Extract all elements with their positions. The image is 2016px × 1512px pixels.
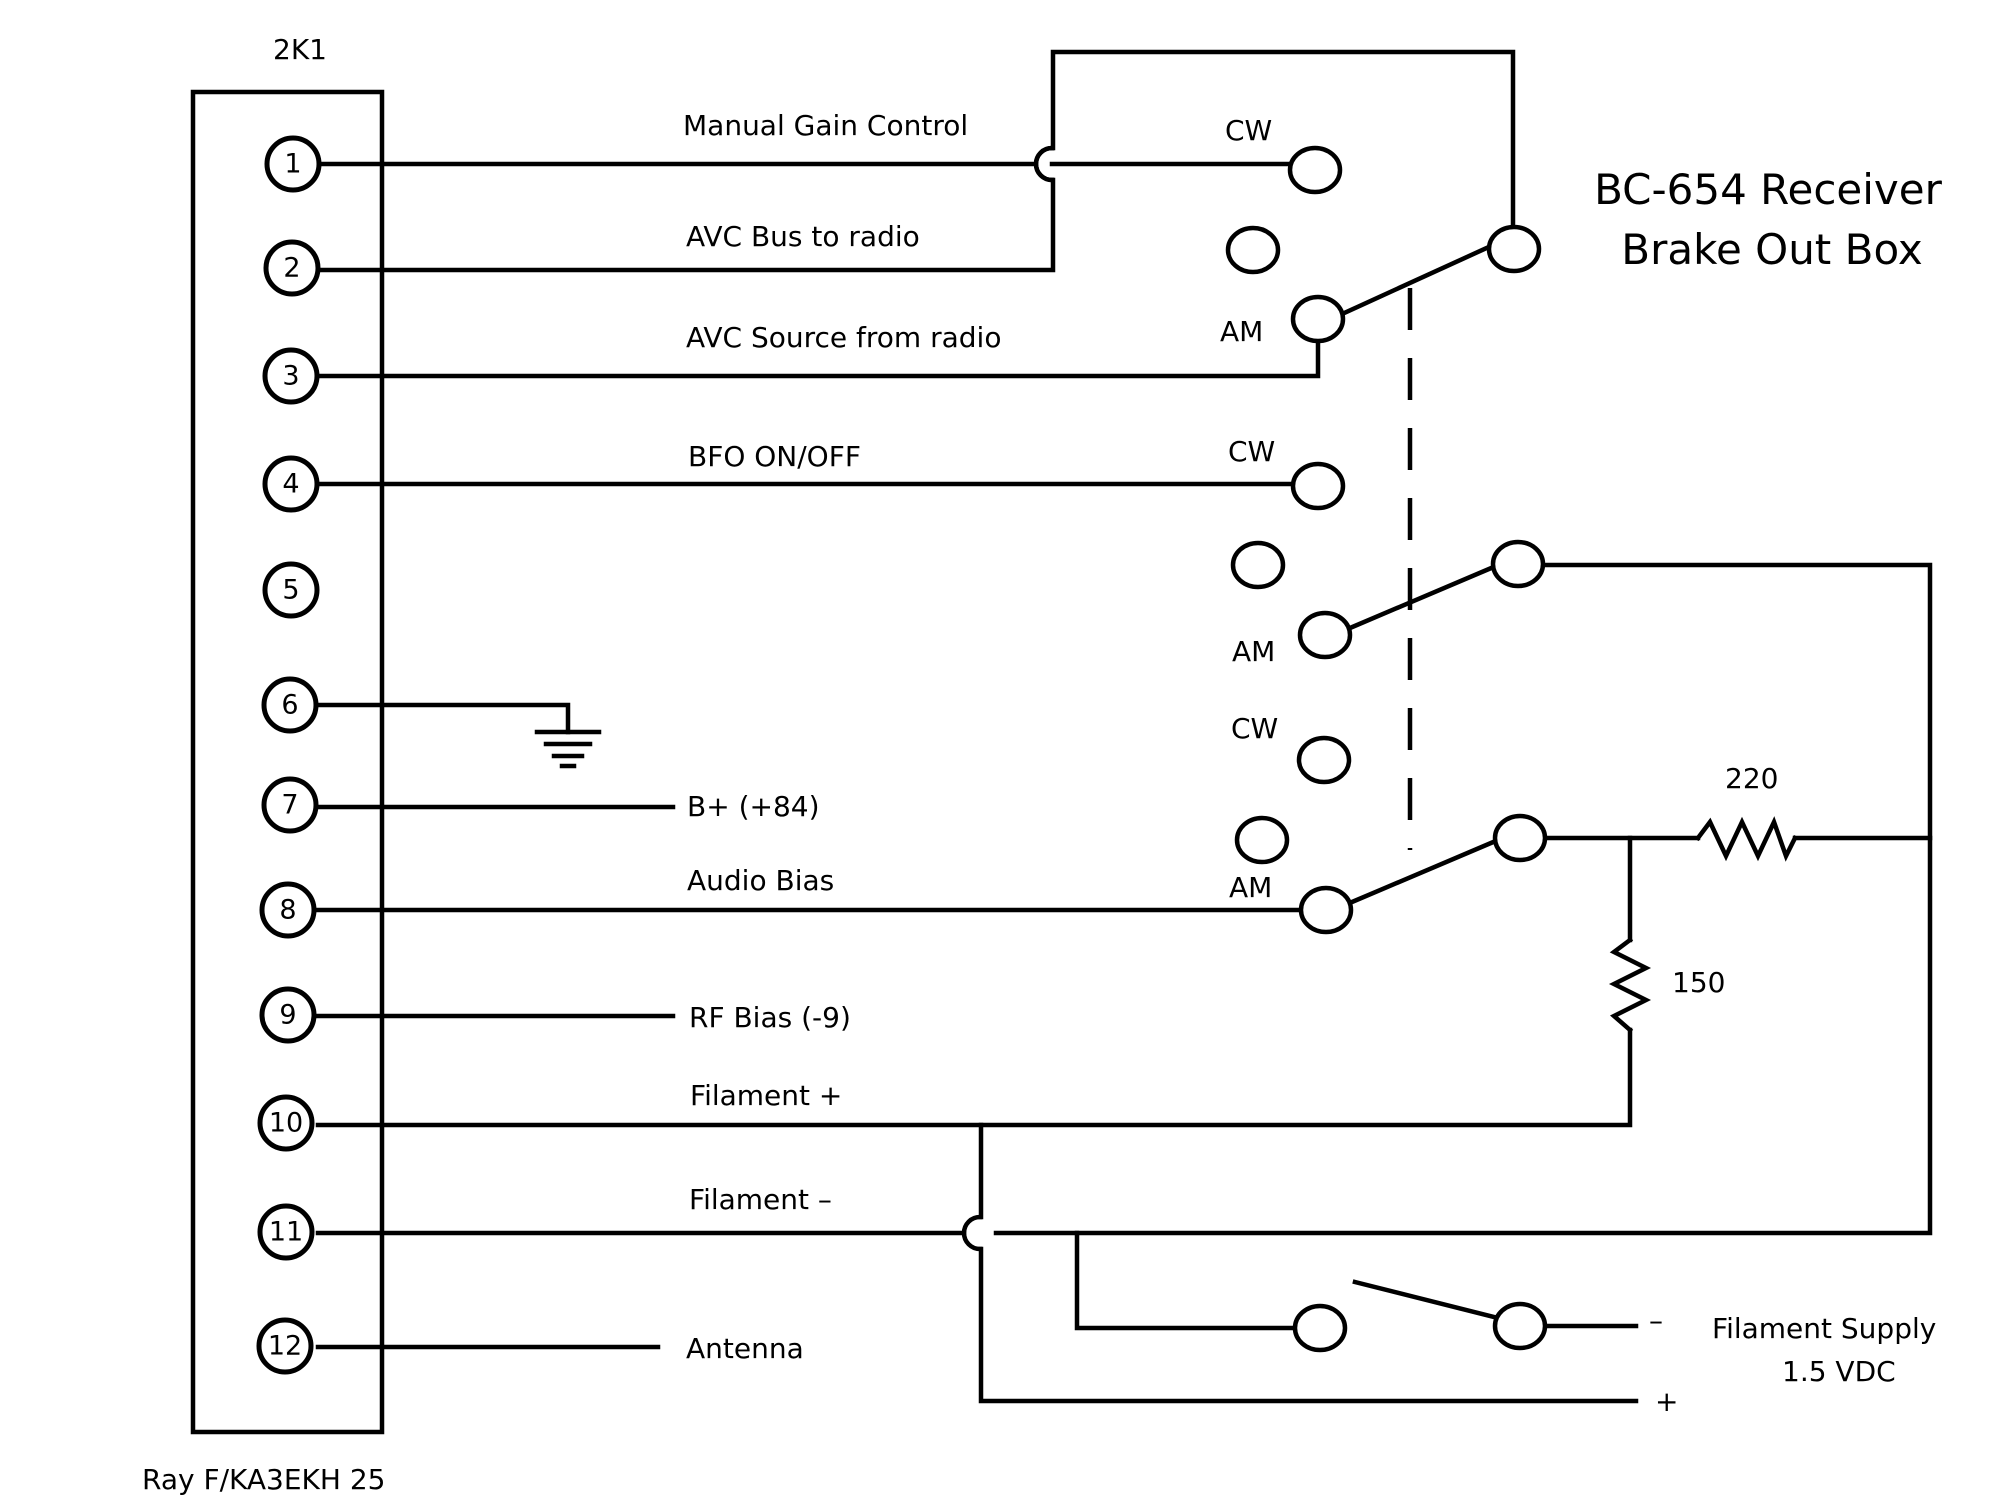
ground-icon	[534, 729, 602, 769]
terminal-fil-right	[1492, 1301, 1548, 1351]
terminal-s3-cw	[1296, 735, 1352, 785]
label-supply-plus: +	[1655, 1385, 1678, 1418]
svg-text:3: 3	[282, 361, 299, 392]
wire-pin10	[315, 1027, 1633, 1128]
pin-3: 3	[262, 347, 320, 405]
label-s1-am: AM	[1220, 315, 1263, 348]
pin-4: 4	[262, 455, 320, 513]
svg-text:12: 12	[268, 1331, 302, 1362]
wire-supply-plus	[978, 1122, 1639, 1404]
terminal-s3-am	[1298, 885, 1354, 935]
wire-pin11-hop	[961, 1214, 983, 1252]
resistor-220	[1694, 816, 1799, 862]
svg-text:7: 7	[281, 790, 298, 821]
switch-labels: CW AM CW AM CW AM	[1220, 114, 1278, 904]
label-pin9: RF Bias (-9)	[689, 1001, 851, 1034]
label-supply-minus: –	[1649, 1304, 1663, 1337]
terminal-fil-left	[1292, 1303, 1348, 1353]
credit: Ray F/KA3EKH 25	[142, 1463, 385, 1496]
label-s2-cw: CW	[1228, 435, 1275, 468]
label-pin1: Manual Gain Control	[683, 109, 968, 142]
pin-12: 12	[256, 1317, 314, 1375]
svg-text:4: 4	[282, 469, 299, 500]
label-resistor-150: 150	[1672, 966, 1725, 999]
label-pin3: AVC Source from radio	[686, 321, 1001, 354]
terminal-s3-common	[1492, 813, 1548, 863]
pin-1: 1	[264, 135, 322, 193]
title-line1: BC-654 Receiver	[1594, 165, 1943, 214]
switch-arms	[1339, 243, 1501, 1321]
wiring	[315, 49, 1933, 1404]
label-resistor-220: 220	[1725, 762, 1778, 795]
wire-pin6	[315, 702, 571, 735]
pin-11: 11	[257, 1203, 315, 1261]
label-pin10: Filament +	[690, 1079, 842, 1112]
pin-6: 6	[261, 676, 319, 734]
pin-8: 8	[259, 881, 317, 939]
svg-text:11: 11	[269, 1217, 303, 1248]
svg-text:9: 9	[279, 1000, 296, 1031]
label-pin12: Antenna	[686, 1332, 804, 1365]
label-supply-line2: 1.5 VDC	[1782, 1355, 1896, 1388]
terminal-s1-am	[1290, 294, 1346, 344]
label-s3-am: AM	[1229, 871, 1272, 904]
label-pin4: BFO ON/OFF	[688, 440, 861, 473]
wire-pin3	[315, 341, 1321, 379]
svg-text:1: 1	[284, 149, 301, 180]
terminal-s2-mid	[1230, 540, 1286, 590]
signal-labels: Manual Gain Control AVC Bus to radio AVC…	[683, 109, 1001, 1365]
pin-2: 2	[263, 239, 321, 297]
wire-pin1-hop	[1033, 145, 1055, 183]
svg-text:8: 8	[279, 895, 296, 926]
terminal-s1-cw	[1287, 145, 1343, 195]
label-pin7: B+ (+84)	[687, 790, 820, 823]
pin-10: 10	[257, 1094, 315, 1152]
svg-text:6: 6	[281, 690, 298, 721]
label-s3-cw: CW	[1231, 712, 1278, 745]
terminal-s1-mid	[1225, 225, 1281, 275]
label-supply-line1: Filament Supply	[1712, 1312, 1936, 1345]
pin-7: 7	[261, 776, 319, 834]
label-pin11: Filament –	[689, 1183, 832, 1216]
switch-terminals	[1225, 145, 1548, 1353]
wire-pin11	[315, 562, 1933, 1236]
title-line2: Brake Out Box	[1621, 225, 1922, 274]
connector-label: 2K1	[273, 33, 327, 66]
label-s2-am: AM	[1232, 635, 1275, 668]
wire-pin1	[315, 145, 1055, 183]
pin-9: 9	[259, 986, 317, 1044]
svg-text:10: 10	[269, 1108, 303, 1139]
connector-pins: 1 2 3 4 5 6 7 8 9 10 11 12	[256, 135, 322, 1375]
terminal-s2-am	[1297, 610, 1353, 660]
terminal-s1-common	[1486, 224, 1542, 274]
resistor-150	[1608, 936, 1652, 1034]
label-pin8: Audio Bias	[687, 864, 834, 897]
svg-text:5: 5	[282, 575, 299, 606]
label-s1-cw: CW	[1225, 114, 1272, 147]
terminal-s2-cw	[1290, 461, 1346, 511]
terminal-s3-mid	[1234, 815, 1290, 865]
wire-pin2-loop	[315, 49, 1516, 273]
terminal-s2-common	[1490, 539, 1546, 589]
label-pin2: AVC Bus to radio	[686, 220, 920, 253]
wire-fil-switch	[1074, 1230, 1300, 1331]
svg-text:2: 2	[283, 253, 300, 284]
pin-5: 5	[262, 561, 320, 619]
